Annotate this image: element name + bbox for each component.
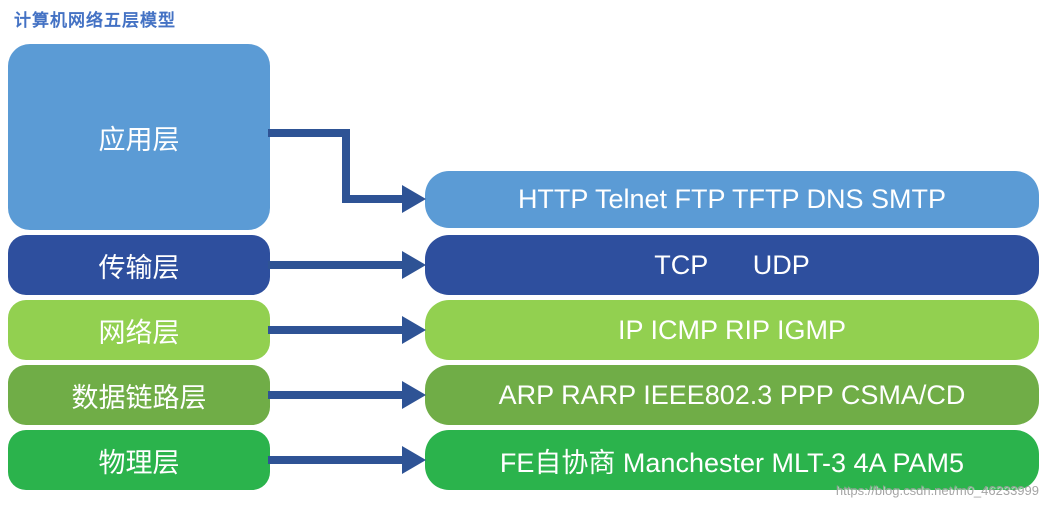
layer-label-datalink: 数据链路层: [71, 382, 207, 413]
arrow-datalink-head-icon: [402, 381, 426, 409]
protocol-box-physical: FE自协商 Manchester MLT-3 4A PAM5: [425, 430, 1039, 490]
watermark: https://blog.csdn.net/m0_46233999: [835, 483, 1039, 498]
arrow-transport-head-icon: [402, 251, 426, 279]
protocol-box-application: HTTP Telnet FTP TFTP DNS SMTP: [425, 171, 1039, 228]
layer-box-transport: 传输层: [8, 235, 270, 295]
protocol-list-datalink: ARP RARP IEEE802.3 PPP CSMA/CD: [498, 379, 966, 410]
layer-box-physical: 物理层: [8, 430, 270, 490]
protocol-box-network: IP ICMP RIP IGMP: [425, 300, 1039, 360]
layer-label-physical: 物理层: [98, 447, 180, 478]
protocol-list-application: HTTP Telnet FTP TFTP DNS SMTP: [517, 184, 947, 214]
protocol-list-physical: FE自协商 Manchester MLT-3 4A PAM5: [499, 447, 965, 478]
arrow-network-head-icon: [402, 316, 426, 344]
layer-label-application: 应用层: [98, 124, 180, 155]
layer-box-application: 应用层: [8, 44, 270, 230]
protocol-list-transport: TCP UDP: [654, 249, 810, 280]
layer-box-network: 网络层: [8, 300, 270, 360]
page-title: 计算机网络五层模型: [14, 11, 176, 30]
arrow-network-line: [268, 326, 402, 334]
arrow-application-head-icon: [402, 185, 426, 213]
protocol-box-transport: TCP UDP: [425, 235, 1039, 295]
arrow-application-segment: [342, 129, 350, 203]
protocol-box-datalink: ARP RARP IEEE802.3 PPP CSMA/CD: [425, 365, 1039, 425]
protocol-list-network: IP ICMP RIP IGMP: [617, 314, 847, 345]
layer-label-network: 网络层: [98, 317, 180, 348]
arrow-application-segment: [268, 129, 350, 137]
arrow-physical-line: [268, 456, 402, 464]
arrow-transport-line: [268, 261, 402, 269]
layer-box-datalink: 数据链路层: [8, 365, 270, 425]
arrow-datalink-line: [268, 391, 402, 399]
arrow-application-segment: [342, 195, 402, 203]
arrow-physical-head-icon: [402, 446, 426, 474]
layer-label-transport: 传输层: [98, 252, 180, 283]
